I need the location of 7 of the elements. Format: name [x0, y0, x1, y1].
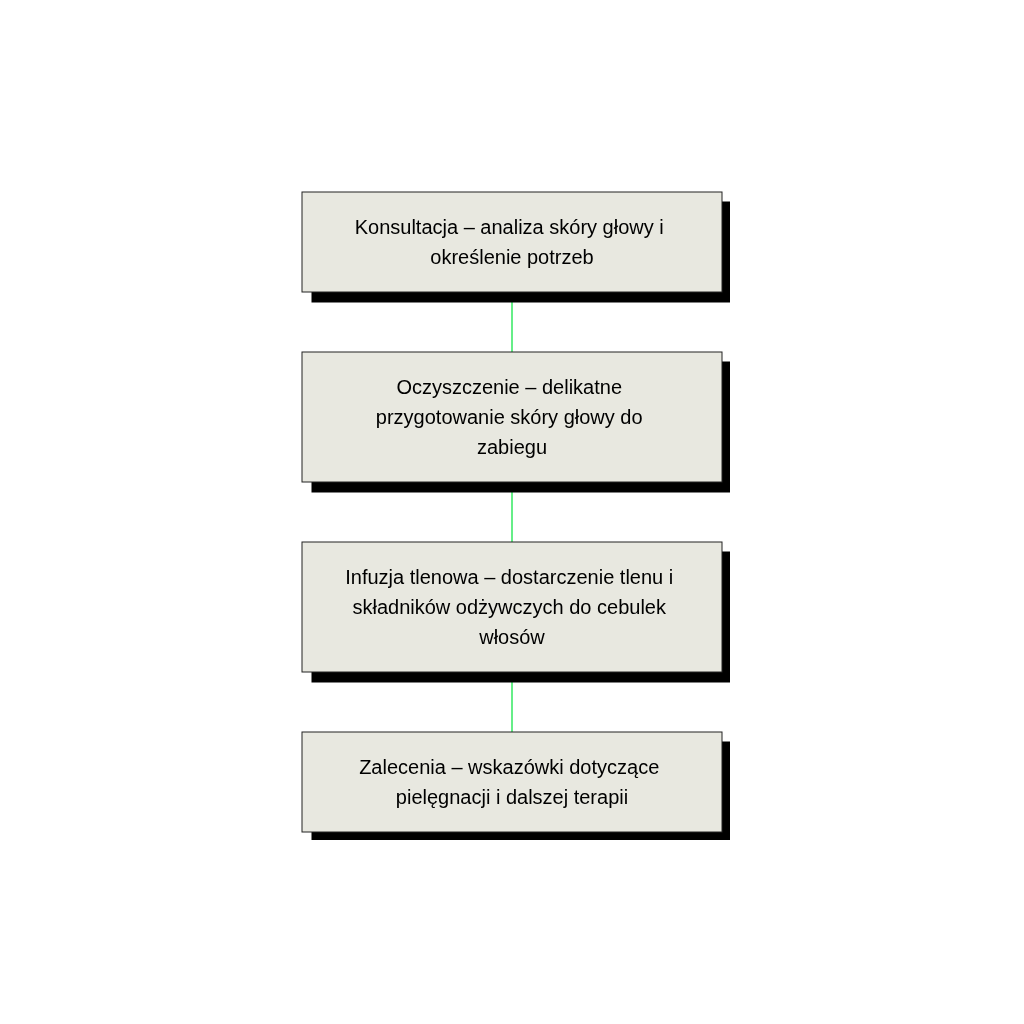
node-box: Oczyszczenie – delikatne przygotowanie skóry głowy do zabiegu: [301, 351, 723, 483]
connector: [511, 481, 513, 543]
node-box: Infuzja tlenowa – dostarczenie tlenu i składników odżywczych do cebulek włosów: [301, 541, 723, 673]
connector: [511, 671, 513, 733]
connector: [511, 291, 513, 353]
node-box: Konsultacja – analiza skóry głowy i określenie potrzeb: [301, 191, 723, 293]
node-box: Zalecenia – wskazówki dotyczące pielęgnacji i dalszej terapii: [301, 731, 723, 833]
